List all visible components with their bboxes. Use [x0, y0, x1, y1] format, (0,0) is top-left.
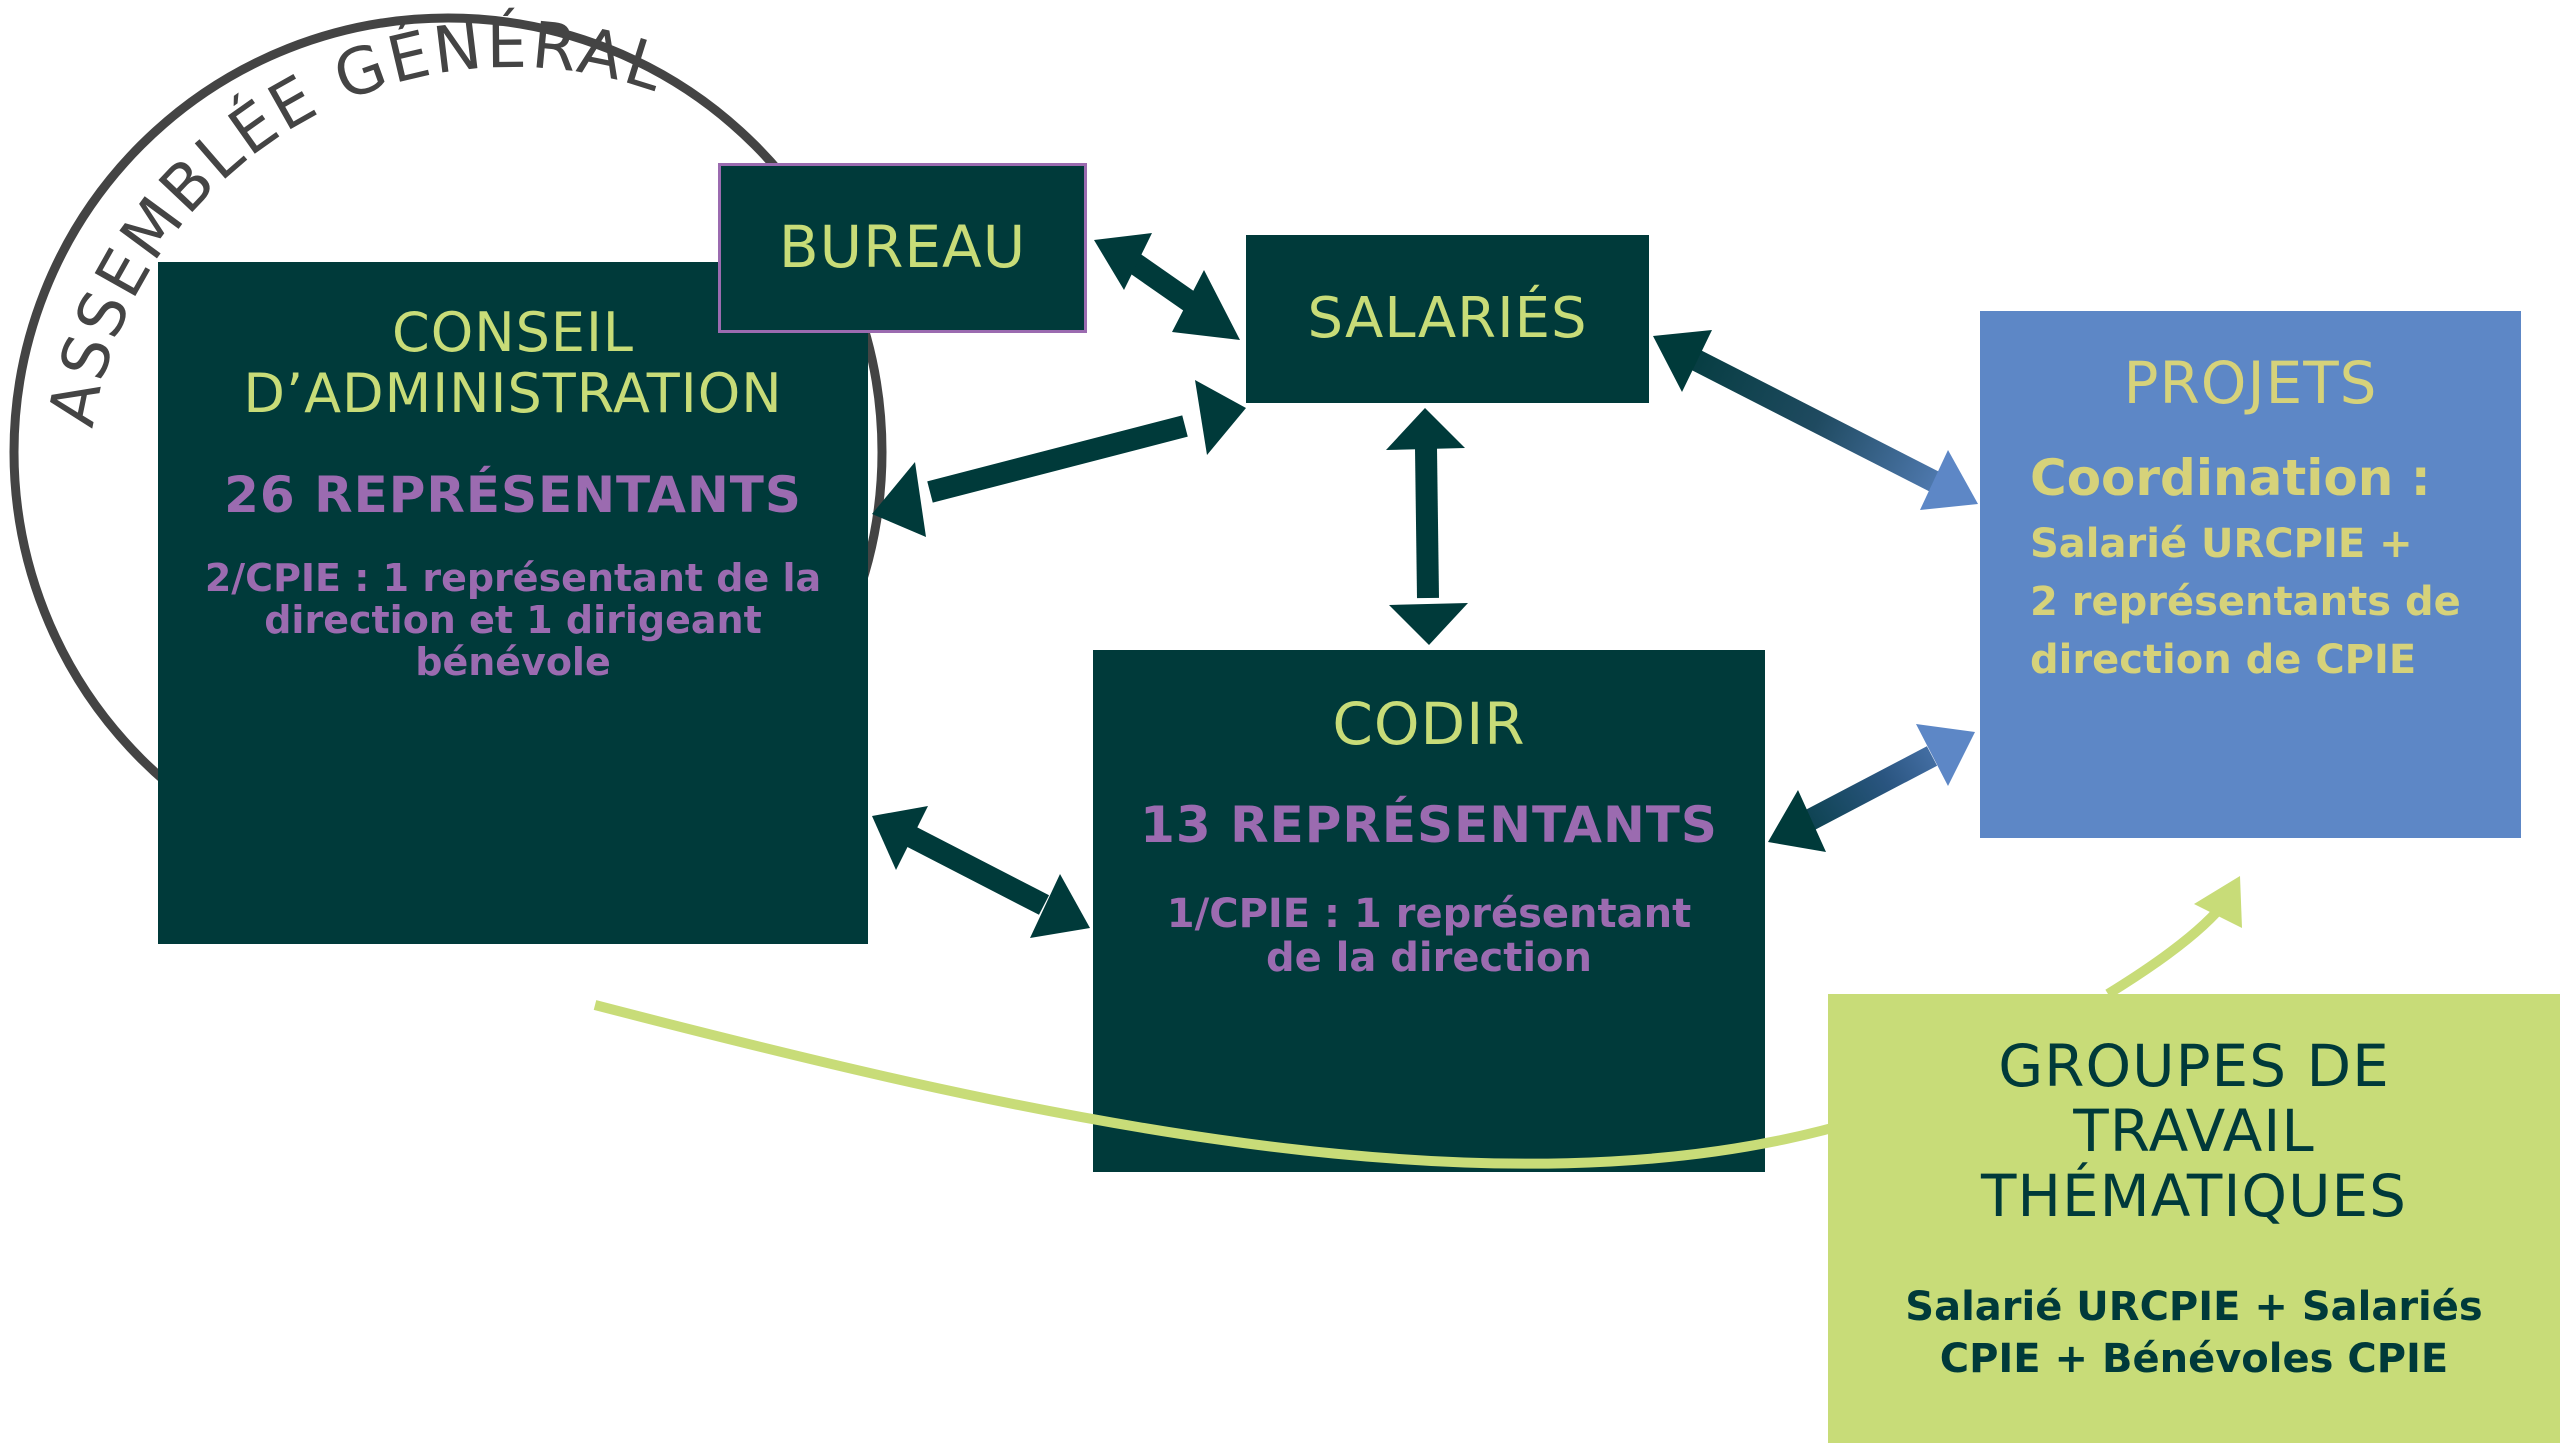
groupes-title: GROUPES DE TRAVAIL THÉMATIQUES	[1828, 1034, 2560, 1229]
conseil-detail: 2/CPIE : 1 représentant de la direction …	[204, 556, 822, 684]
arrow-codir-projets	[1768, 724, 1975, 852]
salaries-box: SALARIÉS	[1246, 235, 1649, 403]
groupes-travail-box: GROUPES DE TRAVAIL THÉMATIQUES Salarié U…	[1828, 994, 2560, 1443]
bureau-title: BUREAU	[778, 213, 1027, 282]
codir-detail-line1: 1/CPIE : 1 représentant	[1166, 890, 1692, 937]
bureau-box: BUREAU	[718, 163, 1087, 333]
codir-detail-line2: de la direction	[1265, 934, 1592, 981]
arrow-bureau-salaries	[1094, 233, 1240, 340]
conseil-count: 26 REPRÉSENTANTS	[224, 466, 802, 525]
conseil-title-line2: D’ADMINISTRATION	[243, 362, 783, 426]
groupes-detail-line2: CPIE + Bénévoles CPIE	[1939, 1335, 2449, 1382]
salaries-title: SALARIÉS	[1307, 286, 1588, 352]
conseil-title-line1: CONSEIL	[391, 301, 634, 364]
groupes-title-line1: GROUPES DE	[1998, 1032, 2390, 1100]
arrow-conseil-codir	[872, 806, 1090, 938]
codir-title: CODIR	[1332, 690, 1526, 758]
arrow-salaries-projets	[1653, 330, 1978, 510]
conseil-title: CONSEIL D’ADMINISTRATION	[158, 302, 868, 424]
projets-coordination-label: Coordination :	[2030, 448, 2431, 507]
groupes-title-line3: THÉMATIQUES	[1980, 1161, 2407, 1230]
projets-detail: Salarié URCPIE + 2 représentants de dire…	[2030, 515, 2521, 689]
arrow-conseil-salaries	[872, 380, 1246, 537]
projets-line2: 2 représentants de	[2030, 578, 2461, 625]
codir-detail: 1/CPIE : 1 représentant de la direction	[1093, 892, 1765, 980]
projets-line1: Salarié URCPIE +	[2030, 520, 2413, 567]
codir-count: 13 REPRÉSENTANTS	[1140, 795, 1718, 854]
arrow-salaries-codir	[1386, 408, 1468, 645]
groupes-detail: Salarié URCPIE + Salariés CPIE + Bénévol…	[1828, 1281, 2560, 1385]
codir-box: CODIR 13 REPRÉSENTANTS 1/CPIE : 1 représ…	[1093, 650, 1765, 1172]
conseil-administration-box: CONSEIL D’ADMINISTRATION 26 REPRÉSENTANT…	[158, 262, 868, 944]
groupes-detail-line1: Salarié URCPIE + Salariés	[1905, 1283, 2483, 1330]
projets-line3: direction de CPIE	[2030, 636, 2417, 683]
arrow-groupes-projets	[593, 876, 2242, 1169]
projets-title: PROJETS	[2123, 349, 2378, 417]
groupes-title-line2: TRAVAIL	[2073, 1096, 2315, 1165]
projets-box: PROJETS Coordination : Salarié URCPIE + …	[1980, 311, 2521, 838]
